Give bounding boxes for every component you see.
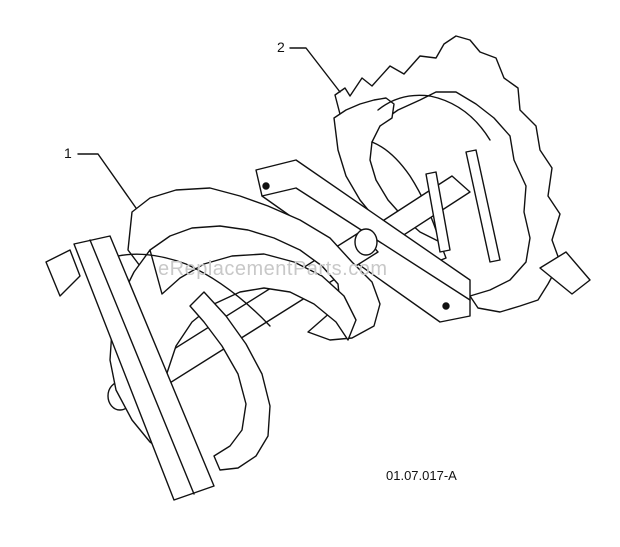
drawing-code: 01.07.017-A bbox=[386, 468, 457, 483]
callout-label-2: 2 bbox=[277, 39, 285, 55]
leader-line-1 bbox=[77, 153, 137, 209]
watermark-text: eReplacementParts.com bbox=[158, 258, 388, 280]
callout-leaders bbox=[77, 47, 341, 209]
leader-line-2 bbox=[289, 47, 341, 93]
paddle-blade-front bbox=[45, 235, 215, 501]
paddle-blade-tip-right bbox=[539, 251, 591, 295]
callout-label-1: 1 bbox=[64, 145, 72, 161]
auger-flight-front bbox=[109, 187, 381, 471]
